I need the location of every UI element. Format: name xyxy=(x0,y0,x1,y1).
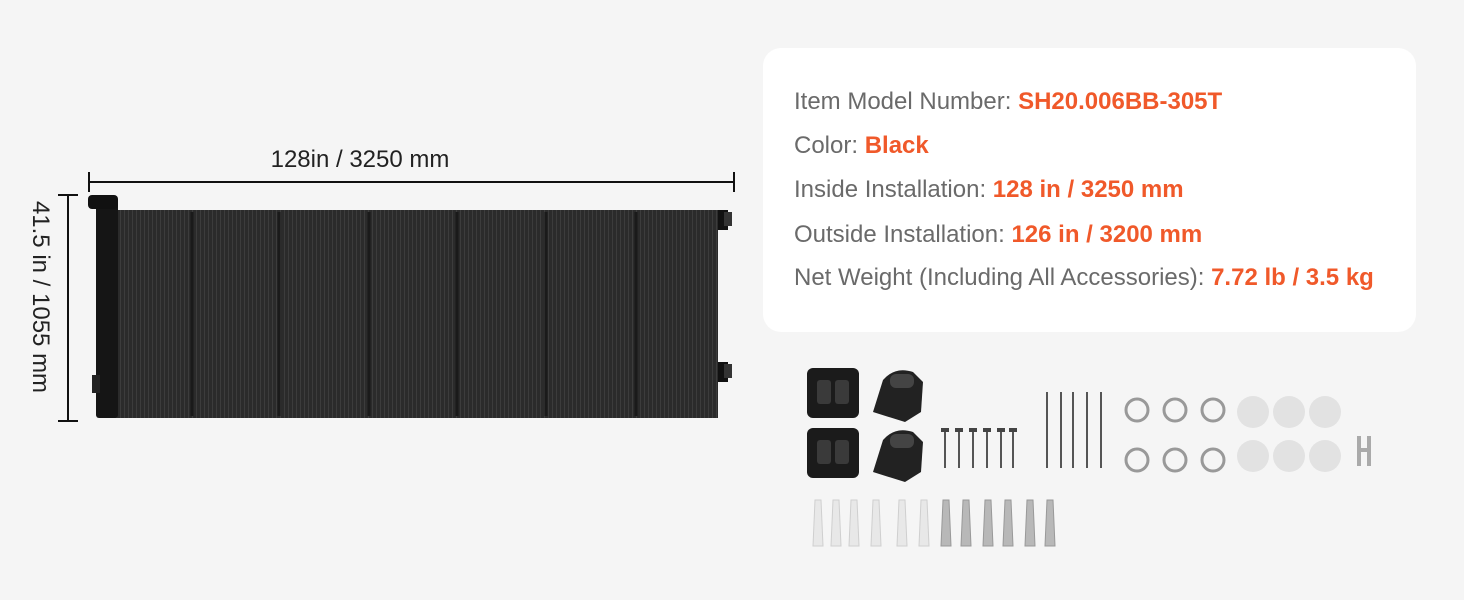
latch-bracket-icon xyxy=(873,370,923,482)
adhesive-pad-icon xyxy=(1237,396,1341,472)
spec-model-value: SH20.006BB-305T xyxy=(1018,88,1223,115)
height-dimension-line xyxy=(67,195,69,421)
long-screw-icon xyxy=(1046,392,1102,468)
spec-outside-line: Outside Installation: 126 in / 3200 mm xyxy=(794,221,1203,248)
ring-plate-icon xyxy=(1124,397,1226,473)
clip-icon xyxy=(1357,436,1371,466)
height-dimension-label: 41.5 in / 1055 mm xyxy=(27,200,54,394)
spec-outside-value: 126 in / 3200 mm xyxy=(1011,221,1203,248)
spec-weight-value: 7.72 lb / 3.5 kg xyxy=(1211,264,1374,291)
spec-inside-line: Inside Installation: 128 in / 3250 mm xyxy=(794,176,1184,203)
spec-model-line: Item Model Number: SH20.006BB-305T xyxy=(794,88,1223,115)
width-dimension-cap-right xyxy=(733,172,735,192)
spec-inside-value: 128 in / 3250 mm xyxy=(992,176,1184,203)
specification-card: Item Model Number: SH20.006BB-305T Color… xyxy=(763,48,1416,332)
short-screw-icon xyxy=(944,430,1014,468)
accessories-image xyxy=(807,368,1371,547)
width-dimension-line xyxy=(89,181,734,183)
width-dimension-label: 128in / 3250 mm xyxy=(270,146,450,173)
height-dimension-cap-bottom xyxy=(58,420,78,422)
gray-anchor-icon xyxy=(940,499,1056,547)
spec-color-line: Color: Black xyxy=(794,132,929,159)
spec-color-value: Black xyxy=(864,132,929,159)
height-dimension-cap-top xyxy=(58,194,78,196)
white-anchor-icon xyxy=(812,499,930,547)
mounting-bracket-icon xyxy=(807,368,859,478)
width-dimension-cap-left xyxy=(88,172,90,192)
spec-weight-line: Net Weight (Including All Accessories): … xyxy=(794,264,1374,291)
retractable-gate-image xyxy=(88,195,732,418)
